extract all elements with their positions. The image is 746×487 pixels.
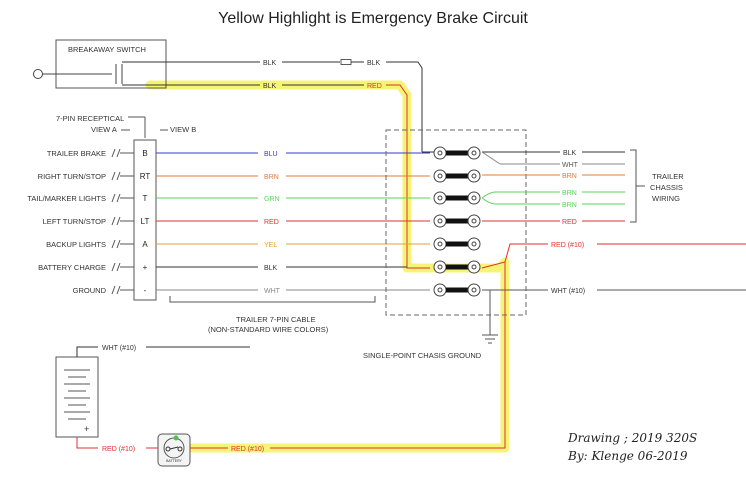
right-wire-brn-3: BRN: [562, 202, 577, 209]
circuit-list: TRAILER BRAKE B BLU RIGHT TURN/STOP RT BRN TAI…: [27, 148, 434, 295]
terminal-block: [433, 169, 481, 183]
pin-label: LT: [141, 217, 150, 226]
circuit-row: BACKUP LIGHTS A YEL: [46, 239, 430, 249]
signature-line-2: By: Klenge 06-2019: [567, 449, 688, 463]
battery-red10-a: RED (#10): [102, 446, 135, 453]
top-wire-blk-1: BLK: [263, 60, 277, 67]
circuit-name: BATTERY CHARGE: [38, 263, 106, 272]
terminal-block: [433, 260, 481, 274]
wire-color-label: WHT: [264, 288, 281, 295]
pin-label: T: [143, 194, 148, 203]
fuse-icon: [340, 59, 352, 65]
receptacle-label: 7-PIN RECEPTICAL: [56, 114, 124, 123]
wire-color-label: RED: [264, 219, 279, 226]
circuit-name: BACKUP LIGHTS: [46, 240, 106, 249]
circuit-row: RIGHT TURN/STOP RT BRN: [38, 171, 430, 181]
battery-plus: +: [84, 424, 89, 434]
breaker-label: BATTERY: [166, 459, 182, 463]
junction-box: [385, 129, 527, 316]
right-wire-brn-2: BRN: [562, 190, 577, 197]
circuit-row: GROUND - WHT: [73, 285, 430, 295]
circuit-row: BATTERY CHARGE + BLK: [38, 262, 407, 272]
battery-wht10: WHT (#10): [102, 345, 136, 352]
right-wire-red: RED: [562, 219, 577, 226]
circuit-name: LEFT TURN/STOP: [43, 217, 106, 226]
cable-label-2: (NON-STANDARD WIRE COLORS): [208, 325, 329, 334]
right-wires: BLK WHT BRN BRN BRN RED TRAILER CHASSIS …: [270, 149, 746, 449]
right-wire-wht10: WHT (#10): [551, 288, 585, 295]
top-wire-red: RED: [367, 83, 382, 90]
cable-label-1: TRAILER 7-PIN CABLE: [236, 315, 316, 324]
pin-label: -: [144, 286, 147, 295]
circuit-row: TRAILER BRAKE B BLU: [47, 148, 430, 158]
circuit-row: LEFT TURN/STOP LT RED: [43, 216, 430, 226]
wire-color-label: BLU: [264, 151, 278, 158]
right-wire-blk: BLK: [563, 150, 577, 157]
pin-label: RT: [140, 172, 151, 181]
terminal-block: [433, 237, 481, 251]
wire-color-label: BLK: [264, 265, 278, 272]
trailer-chassis-label-3: WIRING: [652, 194, 680, 203]
top-wire-blk-3: BLK: [263, 83, 277, 90]
terminal-block: [433, 214, 481, 228]
terminal-block: [433, 146, 481, 160]
terminal-strip: [433, 146, 481, 297]
right-wire-brn-1: BRN: [562, 173, 577, 180]
chassis-ground-label: SINGLE-POINT CHASIS GROUND: [363, 351, 482, 360]
pin-label: +: [143, 263, 148, 272]
breakaway-pin-icon: [33, 69, 43, 79]
diagram-title: Yellow Highlight is Emergency Brake Circ…: [218, 10, 528, 27]
wire-color-label: BRN: [264, 174, 279, 181]
terminal-block: [433, 283, 481, 297]
trailer-chassis-label-2: CHASSIS: [650, 183, 683, 192]
terminal-block: [433, 191, 481, 205]
right-wire-wht: WHT: [562, 162, 579, 169]
breakaway-switch-label: BREAKAWAY SWITCH: [68, 45, 146, 54]
receptacle-box: [133, 139, 157, 301]
trailer-chassis-label-1: TRAILER: [652, 172, 684, 181]
view-b-label: VIEW B: [170, 125, 196, 134]
wire-color-label: GRN: [264, 196, 280, 203]
battery-icon: [55, 356, 99, 438]
circuit-name: TRAILER BRAKE: [47, 149, 106, 158]
breakaway-switch-box: [55, 39, 167, 89]
right-wire-red10: RED (#10): [551, 242, 584, 249]
pin-label: B: [142, 149, 147, 158]
circuit-name: RIGHT TURN/STOP: [38, 172, 106, 181]
view-a-label: VIEW A: [91, 125, 117, 134]
circuit-name: TAIL/MARKER LIGHTS: [27, 194, 106, 203]
circuit-name: GROUND: [73, 286, 107, 295]
battery-red10-b: RED (#10): [231, 446, 264, 453]
pin-label: A: [142, 240, 148, 249]
circuit-row: TAIL/MARKER LIGHTS T GRN: [27, 193, 430, 203]
wire-color-label: YEL: [264, 242, 277, 249]
cable-brace: [169, 296, 376, 303]
signature-line-1: Drawing ; 2019 320S: [567, 431, 697, 445]
top-wire-blk-2: BLK: [367, 60, 381, 67]
